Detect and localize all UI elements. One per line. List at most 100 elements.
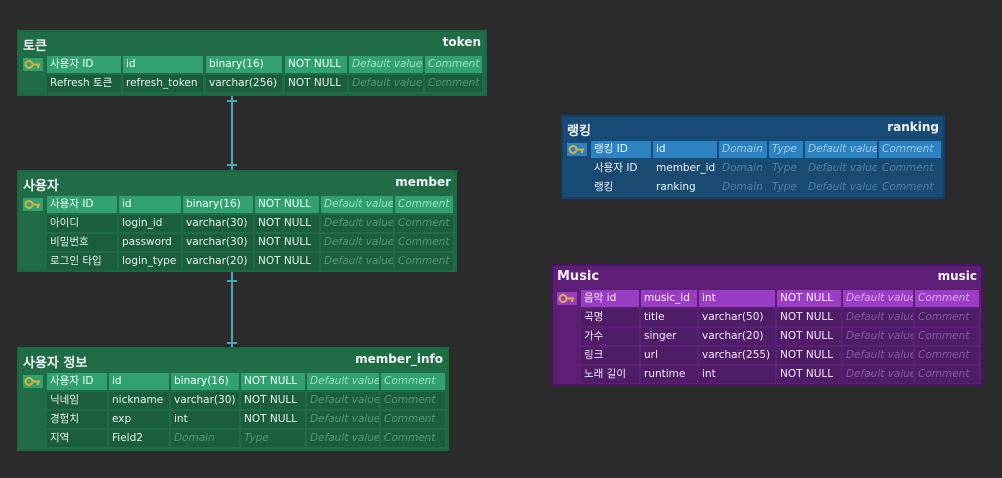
column-comment: Comment [879, 141, 941, 158]
column-logical-name: 사용자 ID [47, 196, 117, 213]
column-row[interactable]: 링크 url varchar(255) NOT NULL Default val… [556, 347, 979, 364]
column-row[interactable]: 로그인 타입 login_type varchar(20) NOT NULL D… [22, 253, 453, 270]
entity-logical-name: 랭킹 [567, 124, 591, 139]
column-nullable: NOT NULL [777, 347, 841, 364]
column-row[interactable]: 사용자 ID id binary(16) NOT NULL Default va… [22, 373, 445, 390]
column-comment: Comment [395, 215, 453, 232]
primary-key-icon [567, 143, 587, 156]
column-type: int [171, 411, 239, 428]
column-row[interactable]: Refresh 토큰 refresh_token varchar(256) NO… [22, 75, 482, 92]
entity-logical-name: 사용자 [23, 179, 59, 194]
column-type: varchar(20) [699, 328, 775, 345]
column-default: Default value [843, 366, 913, 383]
column-logical-name: 지역 [47, 430, 107, 447]
primary-key-icon [23, 375, 43, 388]
column-logical-name: 음악 id [581, 290, 639, 307]
column-physical-name: nickname [109, 392, 169, 409]
column-logical-name: 링크 [581, 347, 639, 364]
column-row[interactable]: 아이디 login_id varchar(30) NOT NULL Defaul… [22, 215, 453, 232]
column-row[interactable]: 음악 id music_id int NOT NULL Default valu… [556, 290, 979, 307]
column-row[interactable]: 지역 Field2 Domain Type Default value Comm… [22, 430, 445, 447]
column-type: varchar(30) [183, 234, 253, 251]
column-row[interactable]: 곡명 title varchar(50) NOT NULL Default va… [556, 309, 979, 326]
column-physical-name: id [123, 56, 203, 73]
column-default: Default value [307, 392, 379, 409]
column-comment: Comment [381, 430, 445, 447]
entity-header: 토큰 token [19, 32, 485, 54]
entity-logical-name: 토큰 [23, 39, 47, 54]
column-row[interactable]: 가수 singer varchar(20) NOT NULL Default v… [556, 328, 979, 345]
column-logical-name: 닉네임 [47, 392, 107, 409]
column-physical-name: title [641, 309, 697, 326]
column-comment: Comment [915, 309, 979, 326]
column-row[interactable]: 사용자 ID id binary(16) NOT NULL Default va… [22, 196, 453, 213]
column-default: Default value [307, 373, 379, 390]
primary-key-icon [23, 58, 43, 71]
relationship-tick [227, 164, 237, 166]
column-type: Domain [719, 141, 767, 158]
column-nullable: NOT NULL [255, 196, 319, 213]
column-comment: Comment [879, 179, 941, 196]
relationship-tick [227, 342, 237, 344]
column-physical-name: id [109, 373, 169, 390]
column-logical-name: Refresh 토큰 [47, 75, 121, 92]
column-logical-name: 랭킹 ID [591, 141, 651, 158]
column-logical-name: 노래 길이 [581, 366, 639, 383]
column-nullable: Type [241, 430, 305, 447]
column-logical-name: 곡명 [581, 309, 639, 326]
column-row[interactable]: 노래 길이 runtime int NOT NULL Default value… [556, 366, 979, 383]
column-comment: Comment [381, 392, 445, 409]
column-default: Default value [843, 309, 913, 326]
column-comment: Comment [915, 290, 979, 307]
column-row[interactable]: 랭킹 ID id Domain Type Default value Comme… [566, 141, 941, 158]
column-default: Default value [321, 234, 393, 251]
column-physical-name: exp [109, 411, 169, 428]
column-row[interactable]: 사용자 ID member_id Domain Type Default val… [566, 160, 941, 177]
column-default: Default value [843, 328, 913, 345]
column-type: varchar(30) [183, 215, 253, 232]
entity-member-info[interactable]: 사용자 정보 member_info 사용자 ID id binary(16) … [17, 347, 449, 451]
column-type: Domain [719, 179, 767, 196]
column-type: int [699, 290, 775, 307]
column-default: Default value [321, 253, 393, 270]
relationship-tick [227, 100, 237, 102]
column-type: int [699, 366, 775, 383]
column-physical-name: password [119, 234, 181, 251]
column-default: Default value [805, 160, 877, 177]
column-nullable: NOT NULL [777, 309, 841, 326]
column-default: Default value [349, 56, 423, 73]
column-type: varchar(256) [206, 75, 282, 92]
column-row[interactable]: 닉네임 nickname varchar(30) NOT NULL Defaul… [22, 392, 445, 409]
column-row[interactable]: 경험치 exp int NOT NULL Default value Comme… [22, 411, 445, 428]
column-physical-name: member_id [653, 160, 717, 177]
entity-member[interactable]: 사용자 member 사용자 ID id binary(16) NOT NULL… [17, 170, 457, 272]
entity-logical-name: Music [557, 269, 600, 284]
entity-ranking[interactable]: 랭킹 ranking 랭킹 ID id Domain Type Default … [561, 115, 945, 199]
column-physical-name: id [119, 196, 181, 213]
column-comment: Comment [879, 160, 941, 177]
entity-physical-name: member_info [355, 352, 443, 366]
entity-header: 랭킹 ranking [563, 117, 943, 139]
column-logical-name: 로그인 타입 [47, 253, 117, 270]
column-physical-name: login_type [119, 253, 181, 270]
column-type: binary(16) [171, 373, 239, 390]
column-default: Default value [321, 196, 393, 213]
column-nullable: NOT NULL [285, 75, 347, 92]
column-physical-name: runtime [641, 366, 697, 383]
relationship-line [231, 272, 233, 348]
column-default: Default value [307, 430, 379, 447]
column-row[interactable]: 랭킹 ranking Domain Type Default value Com… [566, 179, 941, 196]
column-row[interactable]: 사용자 ID id binary(16) NOT NULL Default va… [22, 56, 482, 73]
column-comment: Comment [395, 234, 453, 251]
column-row[interactable]: 비밀번호 password varchar(30) NOT NULL Defau… [22, 234, 453, 251]
column-nullable: NOT NULL [241, 392, 305, 409]
column-logical-name: 사용자 ID [47, 373, 107, 390]
column-type: Domain [171, 430, 239, 447]
column-nullable: Type [769, 141, 803, 158]
column-nullable: NOT NULL [255, 215, 319, 232]
entity-music[interactable]: Music music 음악 id music_id int NOT NULL … [551, 264, 983, 386]
column-nullable: NOT NULL [777, 328, 841, 345]
column-logical-name: 사용자 ID [47, 56, 121, 73]
entity-token[interactable]: 토큰 token 사용자 ID id binary(16) NOT NULL D… [17, 30, 487, 96]
column-default: Default value [843, 290, 913, 307]
